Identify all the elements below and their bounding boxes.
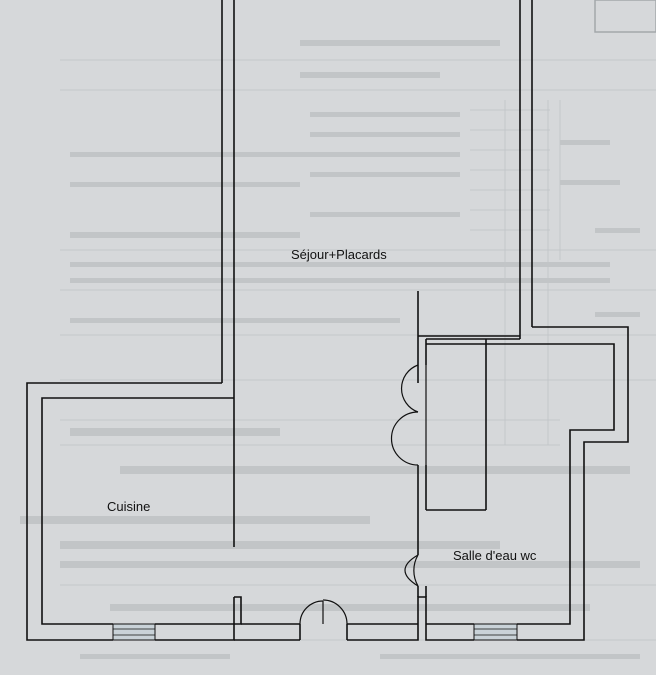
background-bleed-through	[20, 0, 656, 659]
bathroom-window	[473, 623, 518, 641]
placard-doors	[390, 364, 427, 466]
walls	[26, 0, 629, 641]
room-label-cuisine: Cuisine	[107, 499, 150, 514]
room-label-sejour: Séjour+Placards	[291, 247, 387, 262]
entrance-double-door	[299, 599, 348, 625]
windows	[112, 623, 518, 641]
room-labels: Séjour+Placards Cuisine Salle d'eau wc	[107, 247, 537, 563]
room-label-salle-eau: Salle d'eau wc	[453, 548, 537, 563]
bathroom-door	[404, 554, 419, 587]
kitchen-window	[112, 623, 156, 641]
doors	[299, 364, 427, 625]
